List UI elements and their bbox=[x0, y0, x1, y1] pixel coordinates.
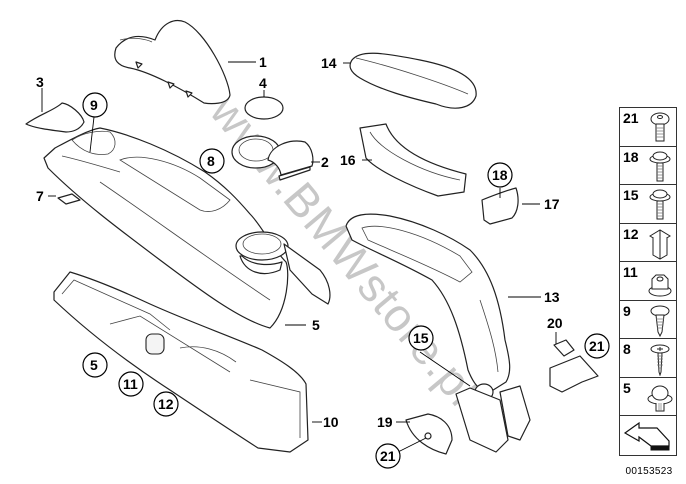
leader-21b bbox=[397, 437, 427, 453]
callout-5: 5 bbox=[82, 352, 108, 378]
label-14: 14 bbox=[321, 55, 337, 71]
callout-12: 12 bbox=[153, 391, 179, 417]
callout-11: 11 bbox=[118, 371, 144, 397]
part-5-console-trim bbox=[43, 127, 331, 329]
legend-item-5[interactable]: 5 bbox=[620, 378, 676, 416]
legend-number: 21 bbox=[623, 110, 639, 126]
svg-text:5: 5 bbox=[90, 357, 98, 373]
label-4: 4 bbox=[259, 75, 267, 91]
svg-text:12: 12 bbox=[158, 396, 174, 412]
label-19: 19 bbox=[377, 414, 393, 430]
legend-item-18[interactable]: 18 bbox=[620, 147, 676, 185]
phillips-tapping-screw-icon bbox=[650, 344, 670, 376]
label-2: 2 bbox=[321, 154, 329, 170]
part-4-disc bbox=[244, 96, 284, 120]
part-20-housing bbox=[549, 355, 599, 393]
label-17: 17 bbox=[544, 196, 560, 212]
label-1: 1 bbox=[259, 54, 267, 70]
legend-number: 18 bbox=[623, 148, 639, 165]
torx-flange-screw-icon bbox=[649, 189, 671, 220]
label-13: 13 bbox=[544, 289, 560, 305]
svg-text:9: 9 bbox=[90, 97, 98, 113]
label-10: 10 bbox=[323, 414, 339, 430]
square-clip-nut-icon bbox=[649, 228, 671, 260]
diagram-number: 00153523 bbox=[625, 466, 673, 477]
part-1-shift-cover bbox=[114, 19, 231, 105]
callout-21-bottom: 21 bbox=[375, 443, 401, 469]
direction-arrow-icon bbox=[623, 421, 670, 451]
legend-number: 11 bbox=[623, 264, 638, 280]
callout-15: 15 bbox=[408, 325, 434, 351]
part-3-insert-mat bbox=[25, 102, 85, 133]
svg-text:18: 18 bbox=[492, 167, 508, 183]
svg-text:8: 8 bbox=[207, 153, 215, 169]
part-13-armrest-frame bbox=[345, 213, 531, 453]
torx-pan-screw-icon bbox=[650, 112, 670, 142]
part-16-tray bbox=[359, 123, 467, 197]
legend-number: 15 bbox=[623, 187, 639, 203]
flange-hex-nut-icon bbox=[648, 274, 672, 297]
legend-number: 12 bbox=[623, 225, 639, 242]
part-14-armrest-lid bbox=[349, 52, 477, 109]
label-20: 20 bbox=[547, 315, 563, 331]
part-2-cup-ring bbox=[231, 135, 314, 181]
part-7-pad bbox=[57, 193, 81, 205]
svg-text:21: 21 bbox=[589, 338, 605, 354]
legend-item-orientation bbox=[620, 416, 676, 455]
legend-item-12[interactable]: 12 bbox=[620, 224, 676, 262]
legend-item-8[interactable]: 8 bbox=[620, 339, 676, 378]
legend-item-15[interactable]: 15 bbox=[620, 185, 676, 224]
leader-15 bbox=[419, 351, 471, 387]
label-7: 7 bbox=[36, 188, 44, 204]
fastener-legend: 21 18 15 12 11 bbox=[619, 107, 677, 456]
callout-21-right: 21 bbox=[584, 333, 610, 359]
svg-text:15: 15 bbox=[413, 330, 429, 346]
callout-9: 8 9 bbox=[82, 92, 108, 118]
legend-item-9[interactable]: 9 bbox=[620, 301, 676, 339]
callout-8: 8 bbox=[199, 148, 225, 174]
svg-text:21: 21 bbox=[380, 448, 396, 464]
torx-tapping-screw-icon bbox=[650, 305, 670, 337]
part-10-console-base bbox=[53, 271, 309, 453]
label-5: 5 bbox=[312, 317, 320, 333]
torx-flange-screw-icon bbox=[649, 151, 671, 181]
svg-text:11: 11 bbox=[123, 376, 138, 392]
legend-number: 8 bbox=[623, 341, 631, 357]
legend-number: 5 bbox=[623, 379, 631, 396]
legend-item-21[interactable]: 21 bbox=[620, 108, 676, 147]
label-16: 16 bbox=[340, 152, 356, 168]
legend-item-11[interactable]: 11 bbox=[620, 262, 676, 301]
part-17-cover bbox=[481, 187, 519, 225]
expanding-rivet-icon bbox=[647, 385, 673, 411]
part-20-cap bbox=[553, 339, 575, 357]
label-3: 3 bbox=[36, 74, 44, 90]
callout-18: 18 bbox=[487, 162, 513, 188]
leader-9 bbox=[89, 116, 95, 153]
legend-number: 9 bbox=[623, 302, 631, 319]
